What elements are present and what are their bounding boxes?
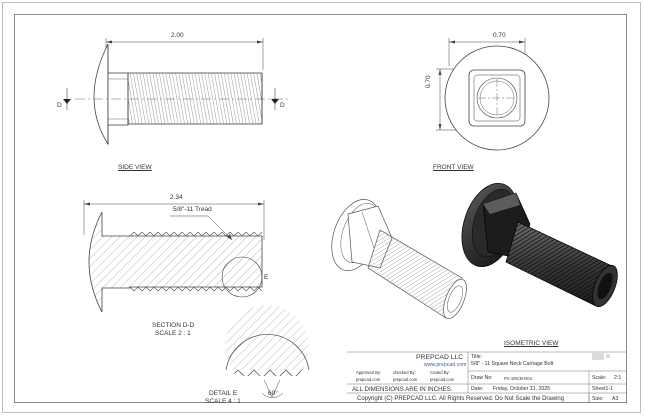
section-view-scale: SCALE 2 : 1: [155, 330, 191, 337]
thread-angle: 60°: [268, 390, 278, 397]
company-website: www.prepcad.com: [424, 362, 467, 368]
title-label: Title:: [471, 354, 483, 360]
section-length-dim: 2.34: [170, 194, 183, 201]
copyright-notice: Copyright (C) PREPCAD LLC. All Rights Re…: [357, 396, 565, 402]
draw-no-label: Draw No:: [471, 375, 493, 381]
watermark-logo: [592, 352, 610, 360]
created-by-label: Crated By:: [430, 370, 450, 375]
detail-view-label: DETAIL E: [209, 390, 238, 397]
section-view-label: SECTION D-D: [152, 322, 195, 329]
size-label: Size:: [592, 396, 604, 402]
side-length-dim: 2.00: [171, 32, 184, 39]
side-view-drawing: [63, 38, 290, 146]
thread-callout: 5/8"-11 Tread: [173, 206, 212, 213]
scale-value: 2:1: [614, 375, 622, 381]
detail-view-scale: SCALE 4 : 1: [205, 398, 241, 405]
scale-label: Scale:: [592, 375, 607, 381]
front-width-dim: 0.70: [493, 32, 506, 39]
approved-by-label: Approved By:: [356, 370, 382, 375]
section-mark-left: D: [57, 102, 62, 109]
date-label: Date:: [471, 386, 484, 392]
drawing-sheet: [2, 2, 641, 413]
size-value: A3: [612, 396, 619, 402]
front-height-dim: 0.70: [425, 75, 432, 88]
created-by-value: prepcad.com: [430, 377, 455, 382]
front-view-label: FRONT VIEW: [433, 164, 474, 171]
checked-by-value: prepcad.com: [393, 377, 418, 382]
units-note: ALL DIMENSIONS ARE IN INCHES.: [352, 386, 453, 393]
approved-by-value: prepcad.com: [356, 377, 381, 382]
sheet-label: Sheet1-1: [592, 386, 614, 392]
front-view-drawing: [436, 38, 550, 151]
drawing-frame: [14, 14, 627, 403]
section-view-drawing: [83, 200, 265, 313]
section-mark-right: D: [280, 102, 285, 109]
date-value: Friday, October 31, 2025: [493, 386, 550, 392]
isometric-bolt-dark: [461, 182, 618, 308]
company-name: PREPCAD LLC: [416, 354, 464, 361]
detail-mark-e: E: [264, 274, 269, 281]
side-view-label: SIDE VIEW: [118, 164, 152, 171]
detail-view-drawing: [225, 305, 310, 398]
isometric-bolt-light: [331, 199, 467, 320]
isometric-view-label: ISOMETRIC VIEW: [504, 340, 559, 347]
title-block-grid: [347, 351, 627, 403]
checked-by-label: checked By:: [393, 370, 416, 375]
part-title: 5/8" - 11 Square Neck Carriage Bolt: [471, 361, 554, 367]
draw-no-value: PC-SNCB-D04: [504, 376, 532, 381]
